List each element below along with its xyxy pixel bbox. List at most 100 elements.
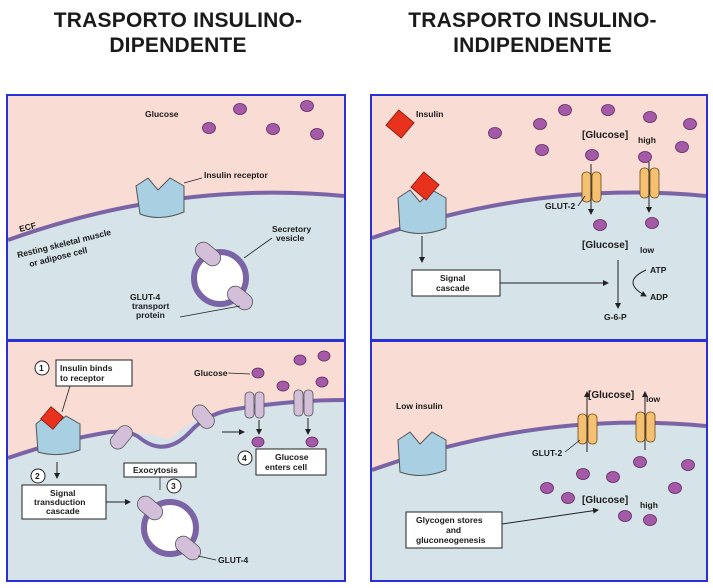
glucose-icon	[558, 104, 572, 116]
glucose-icon	[315, 376, 329, 388]
insulin-icon	[40, 406, 64, 430]
glucose-icon	[633, 456, 647, 468]
step2-label: cascade	[46, 506, 80, 516]
glucose-icon	[576, 468, 590, 480]
low-label: low	[640, 245, 655, 255]
insulin-label: Insulin	[416, 109, 443, 119]
step1-label: Insulin binds	[60, 363, 113, 373]
glucose-icon	[540, 482, 554, 494]
glucose-label: Glucose	[145, 109, 179, 119]
step-number: 3	[171, 481, 176, 491]
glucose-high-label: [Glucose]	[582, 495, 628, 506]
glucose-icon	[317, 350, 331, 362]
step2-label: Signal	[50, 488, 76, 498]
heading-insulin-independent: TRASPORTO INSULINO- INDIPENDENTE	[360, 8, 705, 58]
glucose-icon	[638, 151, 652, 163]
g6p-label: G-6-P	[604, 312, 627, 322]
glucose-text: Glucose	[585, 495, 625, 506]
glucose-icon	[618, 510, 632, 522]
glucose-icon	[675, 141, 689, 153]
glut4-protein-icon	[137, 495, 163, 521]
signal-cascade-label: Signal	[440, 273, 466, 283]
insulin-receptor-icon	[135, 177, 185, 218]
glut2-channel	[577, 413, 598, 445]
high-label: high	[638, 135, 656, 145]
high-label: high	[640, 500, 658, 510]
low-insulin-label: Low insulin	[396, 401, 443, 411]
heading-line: TRASPORTO INSULINO-	[53, 9, 303, 32]
glut4-protein-icon	[195, 241, 221, 267]
step1-box	[55, 359, 133, 387]
cell-region	[372, 192, 706, 340]
insulin-receptor-label: Insulin receptor	[204, 170, 268, 180]
step-number: 1	[39, 363, 44, 373]
glut4-label: GLUT-4	[130, 292, 160, 302]
heading-line: INDIPENDENTE	[453, 34, 612, 57]
glut2-channel	[581, 171, 602, 203]
heading-line: DIPENDENTE	[109, 34, 247, 57]
glucose-icon	[643, 514, 657, 526]
glut4-protein-icon	[109, 425, 133, 450]
atp-label: ATP	[650, 265, 667, 275]
glucose-icon	[645, 217, 659, 229]
glycogen-label: gluconeogenesis	[416, 535, 486, 545]
glut4-protein-icon	[227, 285, 253, 311]
glucose-text: Glucose	[585, 130, 625, 141]
glucose-low-label: [Glucose]	[582, 240, 628, 251]
glucose-icon	[533, 118, 547, 130]
glut4-label: transport	[132, 301, 169, 311]
glucose-icon	[202, 122, 216, 134]
glucose-text: Glucose	[585, 240, 625, 251]
glucose-icon	[585, 149, 599, 161]
glut2-label: GLUT-2	[532, 448, 562, 458]
step4-label: Glucose	[275, 452, 309, 462]
glucose-icon	[251, 436, 265, 448]
glut4-label: protein	[136, 310, 165, 320]
glucose-icon	[266, 123, 280, 135]
glut4-protein-icon	[175, 535, 201, 561]
glycogen-box	[405, 511, 503, 549]
step-number: 2	[35, 471, 40, 481]
cell-region	[8, 192, 344, 340]
step1-label: to receptor	[60, 373, 105, 383]
glycogen-label: Glycogen stores	[416, 515, 483, 525]
glut4-channel	[244, 391, 265, 419]
glucose-icon	[300, 100, 314, 112]
glucose-icon	[681, 459, 695, 471]
glucose-high-label: [Glucose]	[582, 130, 628, 141]
panel-left-frame	[6, 94, 346, 582]
vesicle-label: Secretory	[272, 224, 311, 234]
glucose-molecules	[488, 104, 697, 231]
glucose-icon	[601, 104, 615, 116]
insulin-icon	[410, 171, 440, 201]
glucose-molecules	[202, 100, 324, 140]
glut2-channel	[635, 411, 656, 443]
glucose-icon	[561, 492, 575, 504]
panel-divider	[372, 339, 706, 342]
insulin-receptor-icon	[397, 431, 447, 476]
panel-right-frame	[370, 94, 708, 582]
glucose-molecules	[540, 456, 695, 526]
glucose-icon	[668, 482, 682, 494]
glucose-icon	[293, 354, 307, 366]
glut4-protein-icon	[191, 404, 215, 429]
signal-cascade-label: cascade	[436, 283, 470, 293]
glucose-icon	[310, 128, 324, 140]
signal-cascade-box	[411, 269, 501, 297]
step4-label: enters cell	[265, 462, 307, 472]
glucose-icon	[593, 219, 607, 231]
glut2-label: GLUT-2	[545, 201, 575, 211]
panel-divider	[8, 339, 344, 342]
step2-label: transduction	[34, 497, 85, 507]
step4-box	[255, 448, 327, 476]
ecf-label: ECF	[18, 220, 37, 234]
adp-label: ADP	[650, 292, 668, 302]
glucose-icon	[276, 380, 290, 392]
insulin-icon	[385, 109, 415, 139]
glucose-icon	[606, 471, 620, 483]
glucose-label: Glucose	[194, 368, 228, 378]
glucose-icon	[233, 103, 247, 115]
glut4-label: GLUT-4	[218, 555, 248, 565]
glut2-channel	[639, 167, 660, 199]
glucose-icon	[643, 111, 657, 123]
